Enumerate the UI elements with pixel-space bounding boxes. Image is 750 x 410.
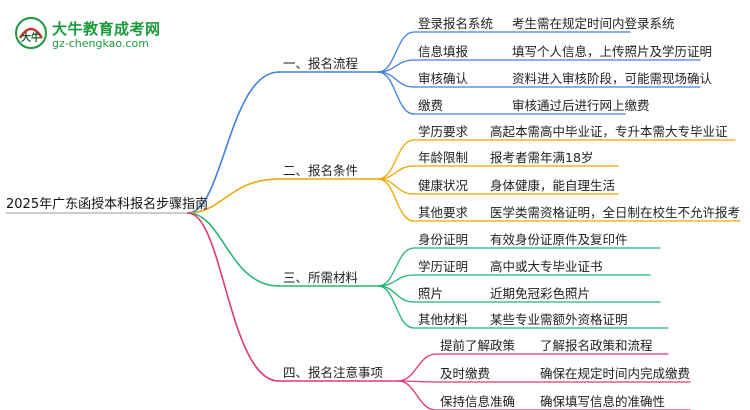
leaf-connector-1-3 <box>377 71 415 88</box>
leaf-key-2-3: 健康状况 <box>418 178 469 193</box>
leaf-connector-2-3 <box>377 178 415 195</box>
logo-badge-icon: 大牛 <box>15 17 47 49</box>
leaf-key-3-1: 身份证明 <box>418 232 469 247</box>
leaf-value-2-1: 高起本需高中毕业证，专升本需大专毕业证 <box>490 124 728 139</box>
leaf-value-4-2: 确保在规定时间内完成缴费 <box>540 366 691 381</box>
leaf-key-2-1: 学历要求 <box>418 124 469 139</box>
leaf-connector-3-4 <box>377 285 415 329</box>
leaf-key-1-4: 缴费 <box>418 98 444 113</box>
logo-url: gz-chengkao.com <box>52 37 149 50</box>
branch-connector-2 <box>187 178 280 214</box>
branch-label-1: 一、报名流程 <box>283 56 359 71</box>
branch-label-3: 三、所需材料 <box>283 270 359 285</box>
leaf-connector-2-4 <box>377 178 415 222</box>
branch-label-2: 二、报名条件 <box>283 163 359 178</box>
leaf-value-2-3: 身体健康，能自理生活 <box>490 178 616 193</box>
logo-badge-text: 大牛 <box>21 31 41 44</box>
leaf-key-1-3: 审核确认 <box>418 71 469 86</box>
branch-label-4: 四、报名注意事项 <box>283 365 384 380</box>
leaf-value-3-3: 近期免冠彩色照片 <box>490 286 591 301</box>
leaf-key-3-4: 其他材料 <box>418 312 469 327</box>
leaf-value-4-3: 确保填写信息的准确性 <box>540 394 666 409</box>
leaf-connector-1-4 <box>377 71 415 115</box>
leaf-key-4-1: 提前了解政策 <box>440 338 516 353</box>
leaf-value-3-2: 高中或大专毕业证书 <box>490 259 603 274</box>
leaf-value-1-3: 资料进入审核阶段，可能需现场确认 <box>512 71 713 86</box>
leaf-key-3-2: 学历证明 <box>418 259 469 274</box>
leaf-key-1-1: 登录报名系统 <box>418 16 494 31</box>
leaf-value-2-4: 医学类需资格证明，全日制在校生不允许报考 <box>490 205 741 220</box>
leaf-key-3-3: 照片 <box>418 286 444 301</box>
leaf-value-3-4: 某些专业需额外资格证明 <box>490 312 628 327</box>
leaf-connector-3-3 <box>377 285 415 303</box>
leaf-key-1-2: 信息填报 <box>418 44 469 59</box>
leaf-value-1-2: 填写个人信息，上传照片及学历证明 <box>512 44 713 59</box>
leaf-connector-4-3 <box>397 380 437 410</box>
leaf-connector-3-1 <box>377 247 415 287</box>
leaf-value-2-2: 报考者需年满18岁 <box>490 150 594 165</box>
leaf-connector-4-1 <box>397 353 437 382</box>
branch-connector-4 <box>187 212 280 382</box>
leaf-value-4-1: 了解报名政策和流程 <box>540 338 653 353</box>
leaf-key-4-2: 及时缴费 <box>440 366 491 381</box>
leaf-key-2-2: 年龄限制 <box>418 150 469 165</box>
leaf-key-2-4: 其他要求 <box>418 205 469 220</box>
mindmap-root: 2025年广东函授本科报名步骤指南 <box>6 197 209 212</box>
logo-title: 大牛教育成考网 <box>52 20 161 38</box>
leaf-value-3-1: 有效身份证原件及复印件 <box>490 232 628 247</box>
leaf-key-4-3: 保持信息准确 <box>440 394 516 409</box>
branch-connector-3 <box>187 212 280 287</box>
site-logo: 大牛 大牛教育成考网 gz-chengkao.com <box>14 14 184 54</box>
leaf-value-1-4: 审核通过后进行网上缴费 <box>512 98 650 113</box>
leaf-connector-1-1 <box>377 31 415 73</box>
branch-connector-1 <box>187 71 280 214</box>
leaf-connector-2-1 <box>377 139 415 180</box>
leaf-value-1-1: 考生需在规定时间内登录系统 <box>512 16 675 31</box>
